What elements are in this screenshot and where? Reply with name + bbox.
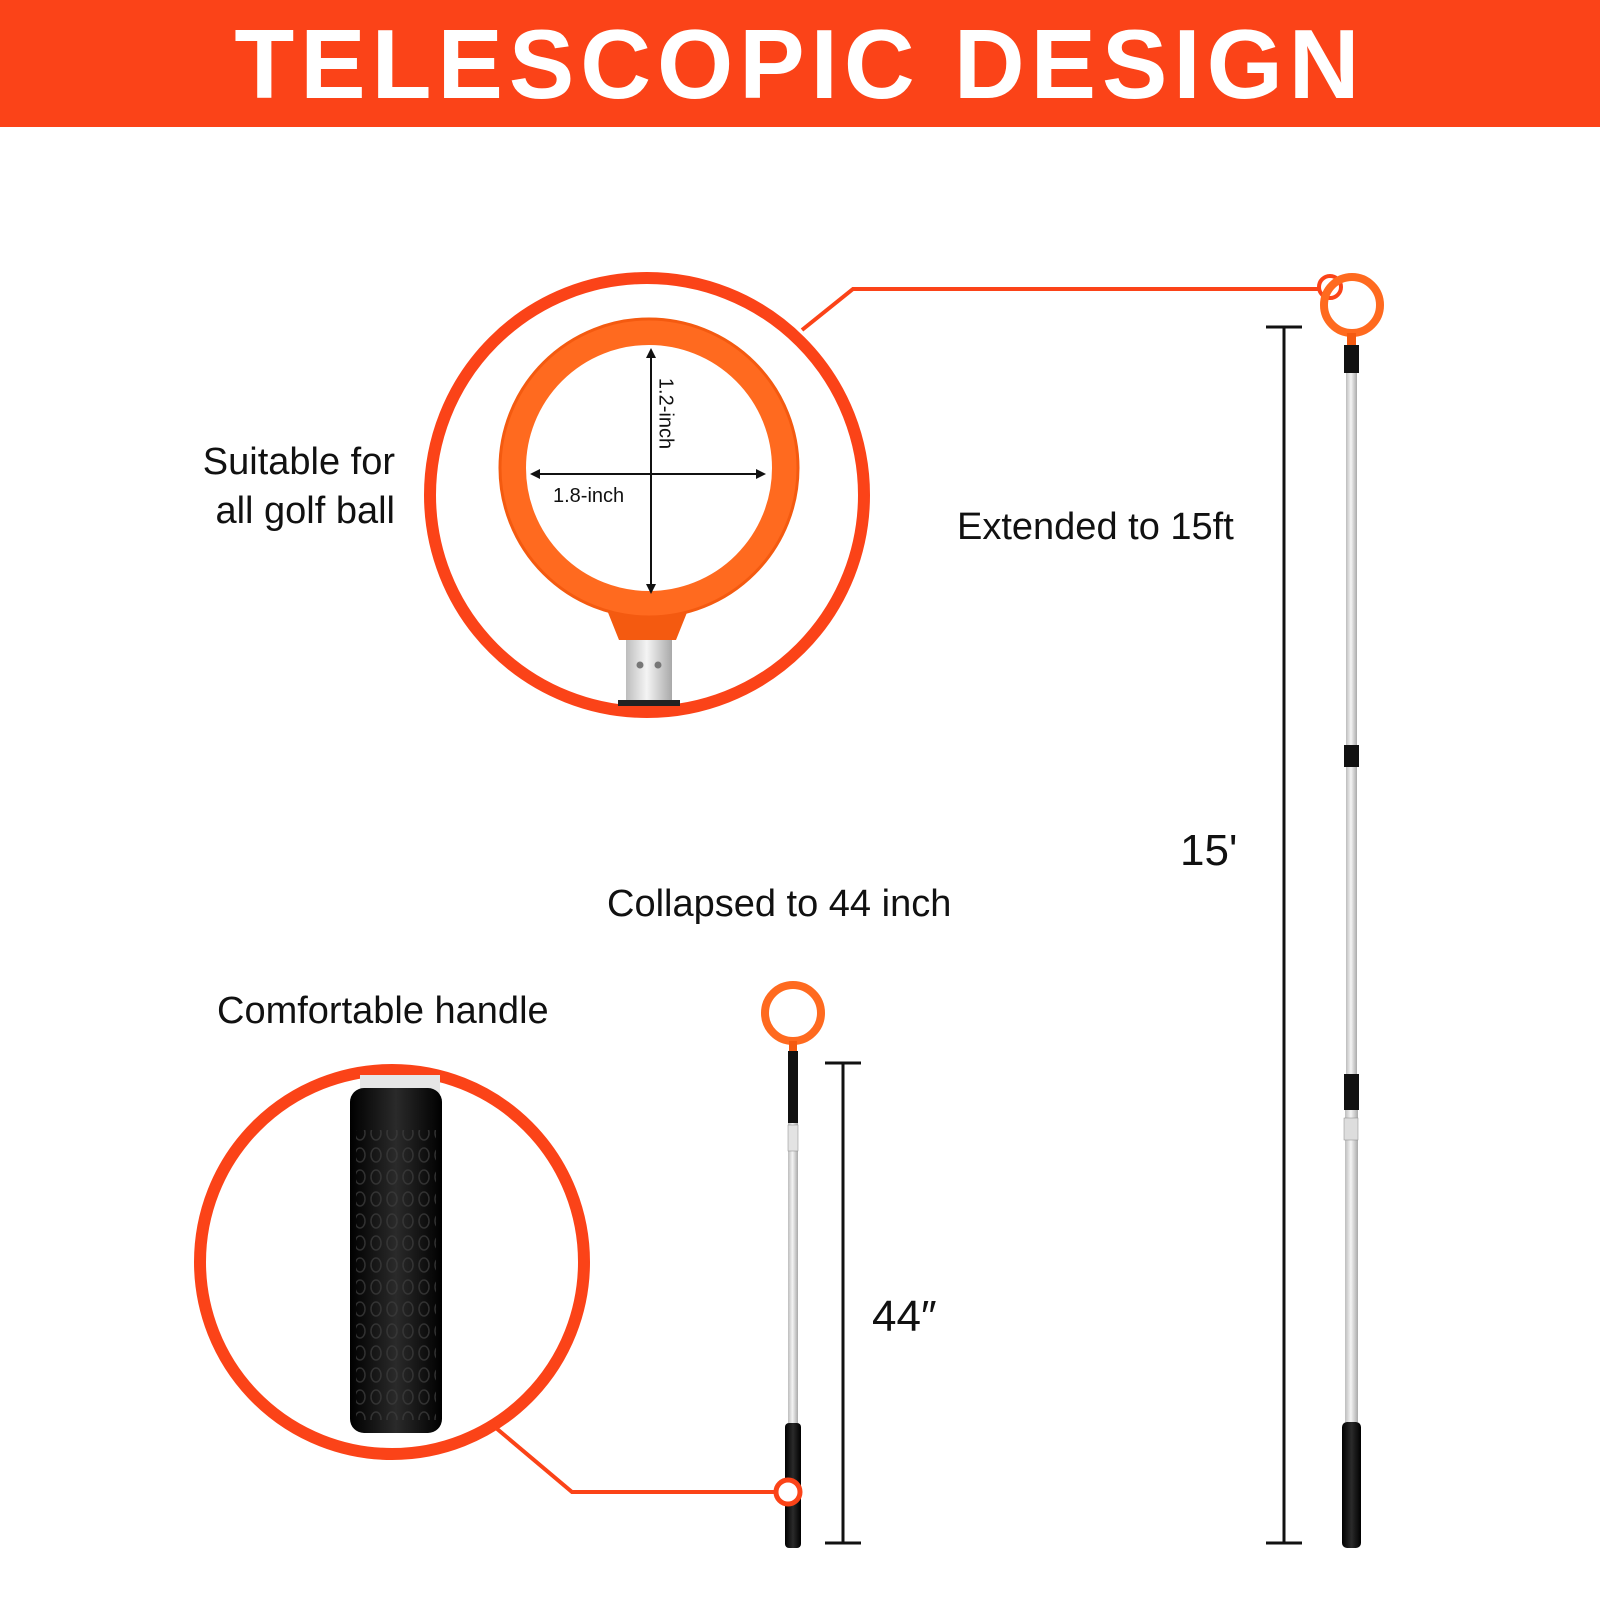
collapsed-measure-bar <box>825 1061 861 1545</box>
ring-feature-line2: all golf ball <box>215 490 395 533</box>
ring-height-label: 1.2-inch <box>654 377 677 450</box>
handle-detail-callout <box>194 1064 590 1460</box>
ring-detail-callout <box>424 272 870 718</box>
telescopic-pole-icon <box>1320 273 1384 1548</box>
banner-title: TELESCOPIC DESIGN <box>234 8 1366 119</box>
extended-measure-bar <box>1266 325 1302 1545</box>
collapsed-pole-icon <box>761 981 825 1548</box>
extended-measure: 15' <box>1180 826 1238 875</box>
extended-label: Extended to 15ft <box>957 506 1234 548</box>
handle-label: Comfortable handle <box>217 990 549 1032</box>
collapsed-label: Collapsed to 44 inch <box>607 883 952 925</box>
ring-feature-label: Suitable for all golf ball <box>150 438 395 537</box>
collapsed-measure: 44″ <box>872 1292 937 1341</box>
ball-ring-icon <box>500 319 798 617</box>
ring-width-label: 1.8-inch <box>553 485 625 507</box>
ring-feature-line1: Suitable for <box>202 441 395 483</box>
banner: TELESCOPIC DESIGN <box>0 0 1600 127</box>
